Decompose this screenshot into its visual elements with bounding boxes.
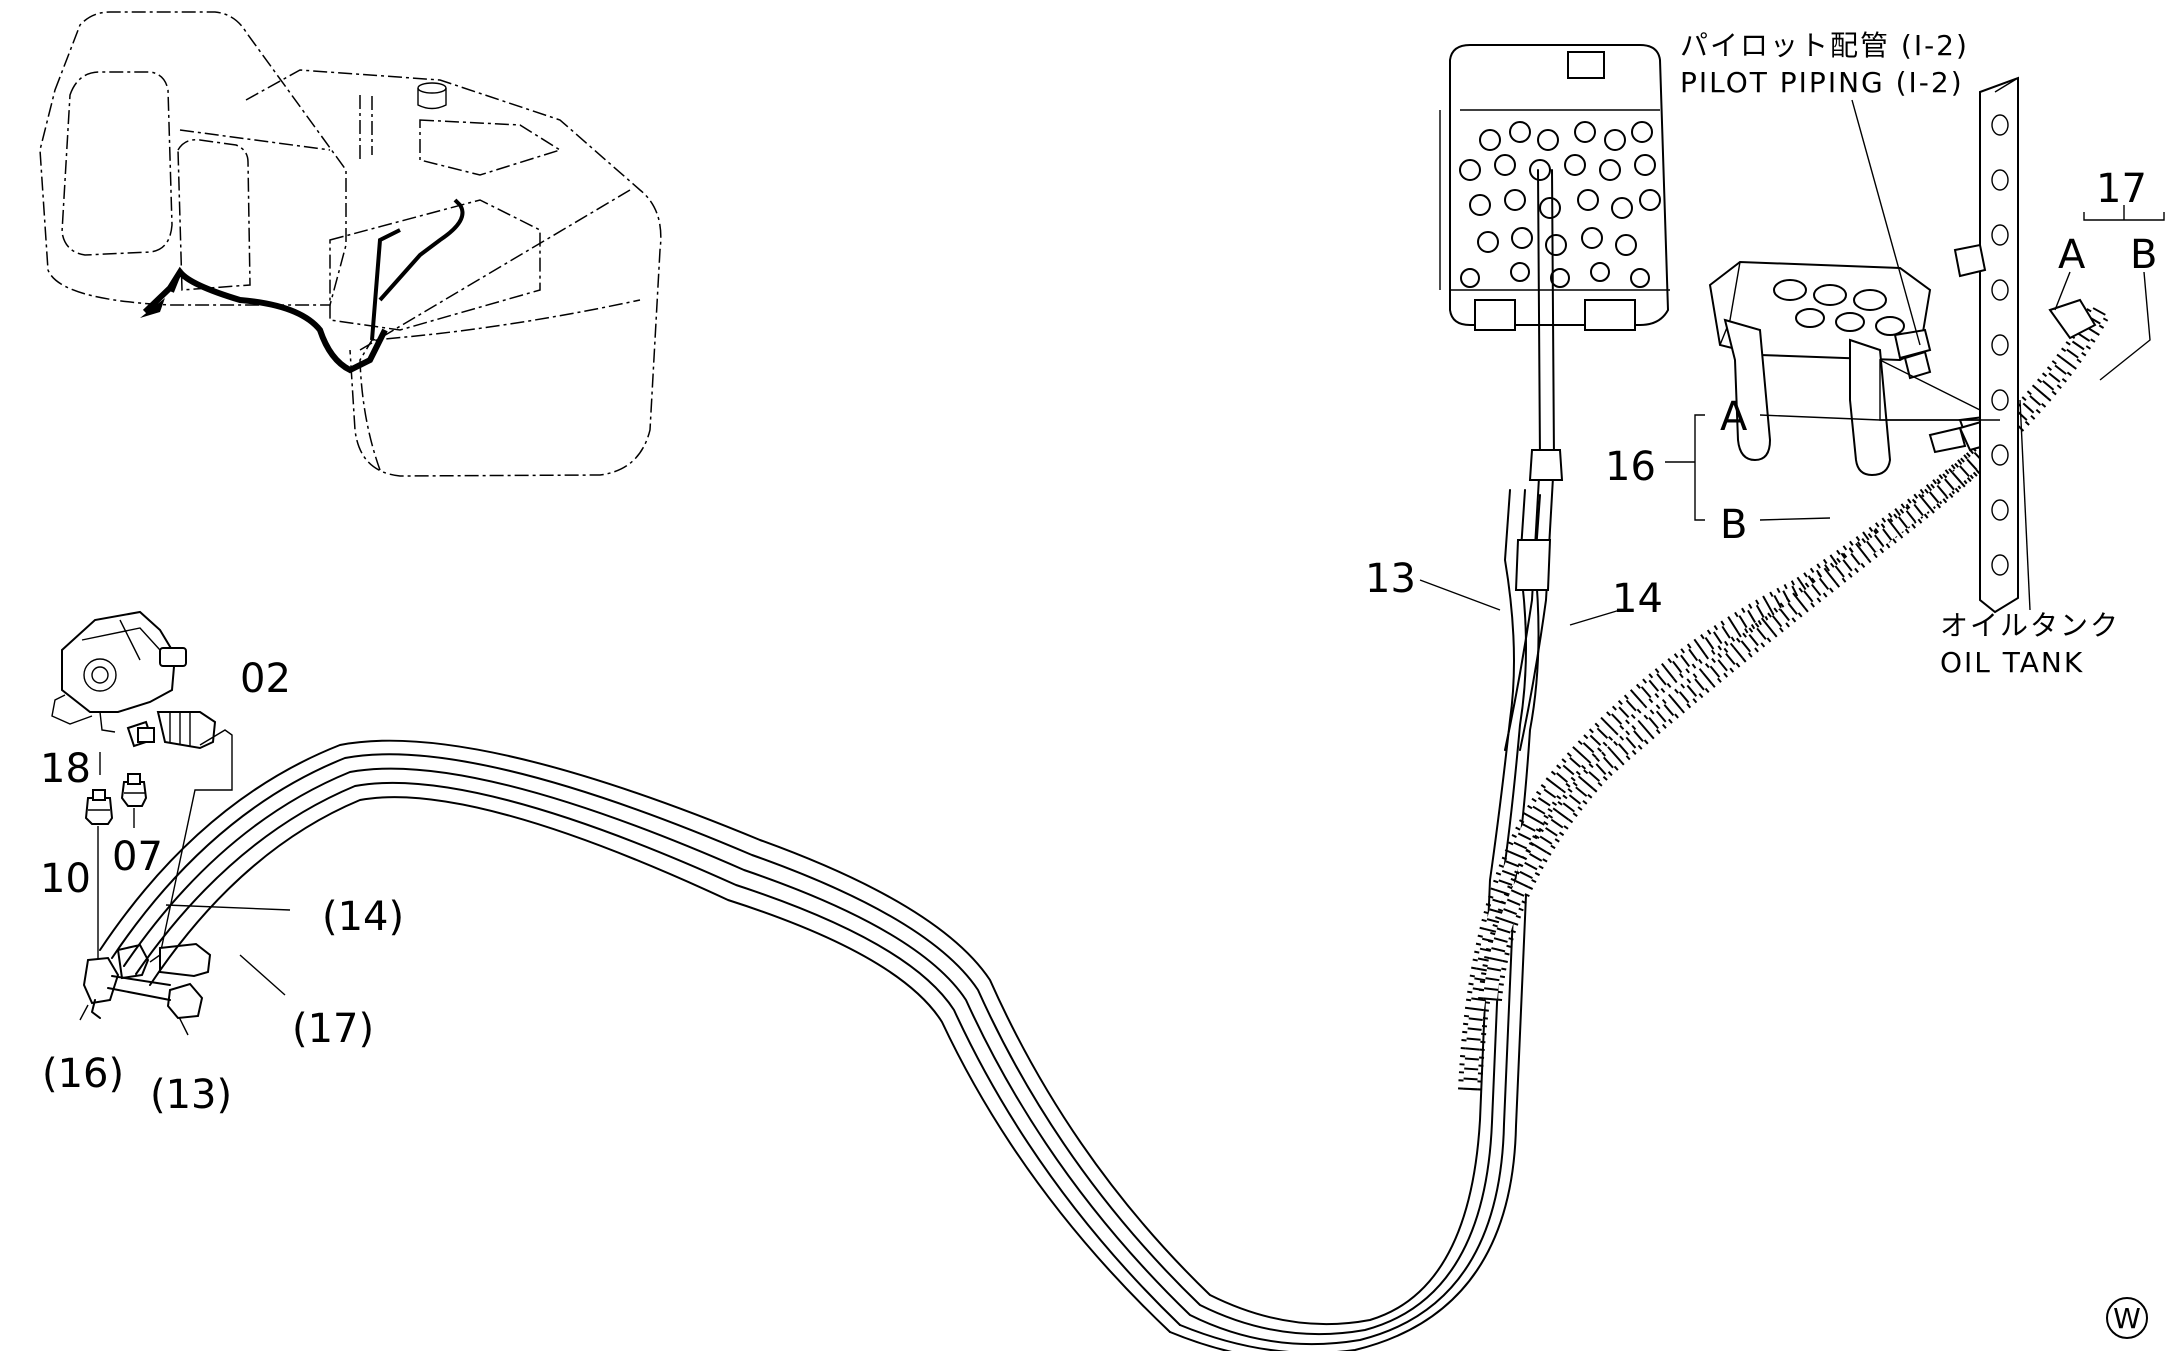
part-number-07: 07 (112, 834, 163, 880)
labels: パイロット配管 (I-2) PILOT PIPING (I-2) オイルタンク … (40, 29, 2157, 1118)
part-number-17-a: A (2058, 232, 2086, 278)
hose-ends-left (82, 942, 212, 1020)
oil-tank-en-label: OIL TANK (1940, 646, 2084, 679)
view-marker-w: W (2106, 1297, 2148, 1339)
oil-tank-bracket (1953, 76, 2019, 614)
part-number-17: 17 (2096, 166, 2147, 212)
part-number-14: 14 (1612, 576, 1663, 622)
excavator-overview (39, 11, 662, 477)
control-valve (1708, 260, 2007, 477)
part-number-16-b: B (1720, 502, 1747, 548)
pump-assembly (51, 610, 217, 825)
leaders-right (1419, 99, 2165, 626)
part-number-18: 18 (40, 746, 91, 792)
hose-bundle (99, 489, 1541, 1356)
part-number-14-ref: (14) (322, 894, 404, 940)
view-marker-w-label: W (2113, 1302, 2141, 1335)
part-number-13-ref: (13) (150, 1072, 232, 1118)
part-number-16-ref: (16) (42, 1051, 124, 1097)
pilot-piping-jp-label: パイロット配管 (I-2) (1680, 29, 1969, 62)
part-number-16: 16 (1605, 444, 1656, 490)
pilot-valve-block (1439, 44, 1670, 751)
part-number-02: 02 (240, 656, 291, 702)
oil-tank-jp-label: オイルタンク (1940, 609, 2120, 642)
part-number-16-a: A (1720, 394, 1748, 440)
part-number-17-b: B (2130, 232, 2157, 278)
part-number-10: 10 (40, 856, 91, 902)
part-number-13: 13 (1365, 556, 1416, 602)
pilot-piping-en-label: PILOT PIPING (I-2) (1680, 66, 1964, 99)
part-number-17-ref: (17) (292, 1006, 374, 1052)
